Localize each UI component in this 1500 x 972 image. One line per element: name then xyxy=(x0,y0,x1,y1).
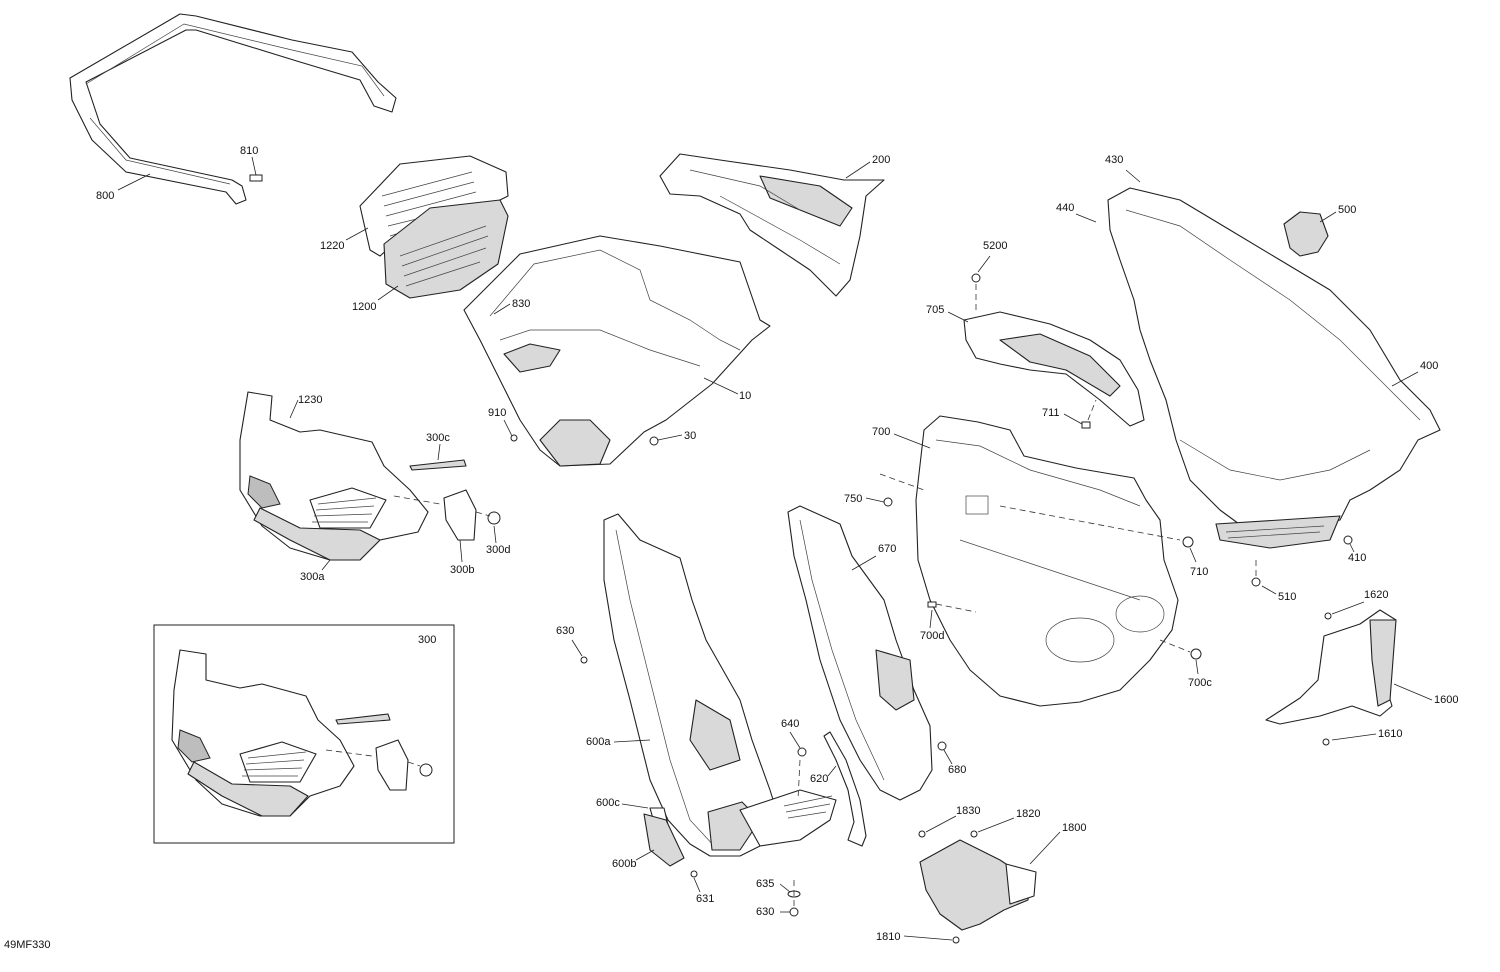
callout-1600: 1600 xyxy=(1434,694,1458,706)
part-500-plate xyxy=(1283,211,1329,257)
callout-1810: 1810 xyxy=(876,931,900,943)
callout-300c: 300c xyxy=(426,432,450,444)
callout-630-bottom: 630 xyxy=(756,906,774,918)
callout-640: 640 xyxy=(781,718,799,730)
callout-300d: 300d xyxy=(486,544,510,556)
part-300d-fastener xyxy=(487,511,501,525)
callout-1230: 1230 xyxy=(298,394,322,406)
part-700-lower-body xyxy=(915,415,1179,707)
callout-1200: 1200 xyxy=(352,301,376,313)
callout-1830: 1830 xyxy=(956,805,980,817)
part-1600-bracket xyxy=(1265,609,1397,725)
callout-1820: 1820 xyxy=(1016,808,1040,820)
callout-635: 635 xyxy=(756,878,774,890)
part-670-side-panel xyxy=(787,505,933,801)
callout-300a: 300a xyxy=(300,571,325,583)
callout-600b: 600b xyxy=(612,858,636,870)
callout-700: 700 xyxy=(872,426,890,438)
part-1800-small-bracket xyxy=(919,839,1037,931)
part-400-rear-body xyxy=(1107,187,1441,549)
callout-630-top: 630 xyxy=(556,625,574,637)
part-300b-cover xyxy=(443,489,477,541)
callout-1220: 1220 xyxy=(320,240,344,252)
part-705-cover xyxy=(963,311,1145,427)
callout-500: 500 xyxy=(1338,204,1356,216)
callout-510: 510 xyxy=(1278,591,1296,603)
part-800-handlebar xyxy=(69,13,397,205)
callout-700c: 700c xyxy=(1188,677,1212,689)
callout-750: 750 xyxy=(844,493,862,505)
callout-30: 30 xyxy=(684,430,696,442)
inset-assembly-300: 300 xyxy=(153,624,455,844)
callout-200: 200 xyxy=(872,154,890,166)
callout-440: 440 xyxy=(1056,202,1074,214)
callout-1800: 1800 xyxy=(1062,822,1086,834)
callout-300b: 300b xyxy=(450,564,474,576)
part-620-strip xyxy=(823,731,867,847)
callout-700d: 700d xyxy=(920,630,944,642)
part-600a-left-side-panel xyxy=(603,513,837,857)
callout-430: 430 xyxy=(1105,154,1123,166)
callout-800: 800 xyxy=(96,190,114,202)
callout-10: 10 xyxy=(739,390,751,402)
callout-910: 910 xyxy=(488,407,506,419)
part-300a-front-lower-panel xyxy=(239,391,429,561)
drawing-id: 49MF330 xyxy=(4,939,50,951)
inset-label: 300 xyxy=(418,634,436,646)
part-10-storage-tub xyxy=(463,235,771,467)
callout-710: 710 xyxy=(1190,566,1208,578)
callout-631: 631 xyxy=(696,893,714,905)
part-600b-cover xyxy=(643,813,685,867)
callout-600a: 600a xyxy=(586,736,611,748)
part-200-upper-console xyxy=(659,153,885,297)
callout-711: 711 xyxy=(1042,407,1060,419)
callout-705: 705 xyxy=(926,304,944,316)
callout-410: 410 xyxy=(1348,552,1366,564)
callout-5200: 5200 xyxy=(983,240,1007,252)
callout-400: 400 xyxy=(1420,360,1438,372)
callout-670: 670 xyxy=(878,543,896,555)
callout-600c: 600c xyxy=(596,797,620,809)
callout-810: 810 xyxy=(240,145,258,157)
callout-1610: 1610 xyxy=(1378,728,1402,740)
callout-620: 620 xyxy=(810,773,828,785)
callout-680: 680 xyxy=(948,764,966,776)
part-810-screw xyxy=(249,156,263,182)
part-300c-trim-strip xyxy=(409,459,467,471)
callout-1620: 1620 xyxy=(1364,589,1388,601)
callout-830: 830 xyxy=(512,298,530,310)
